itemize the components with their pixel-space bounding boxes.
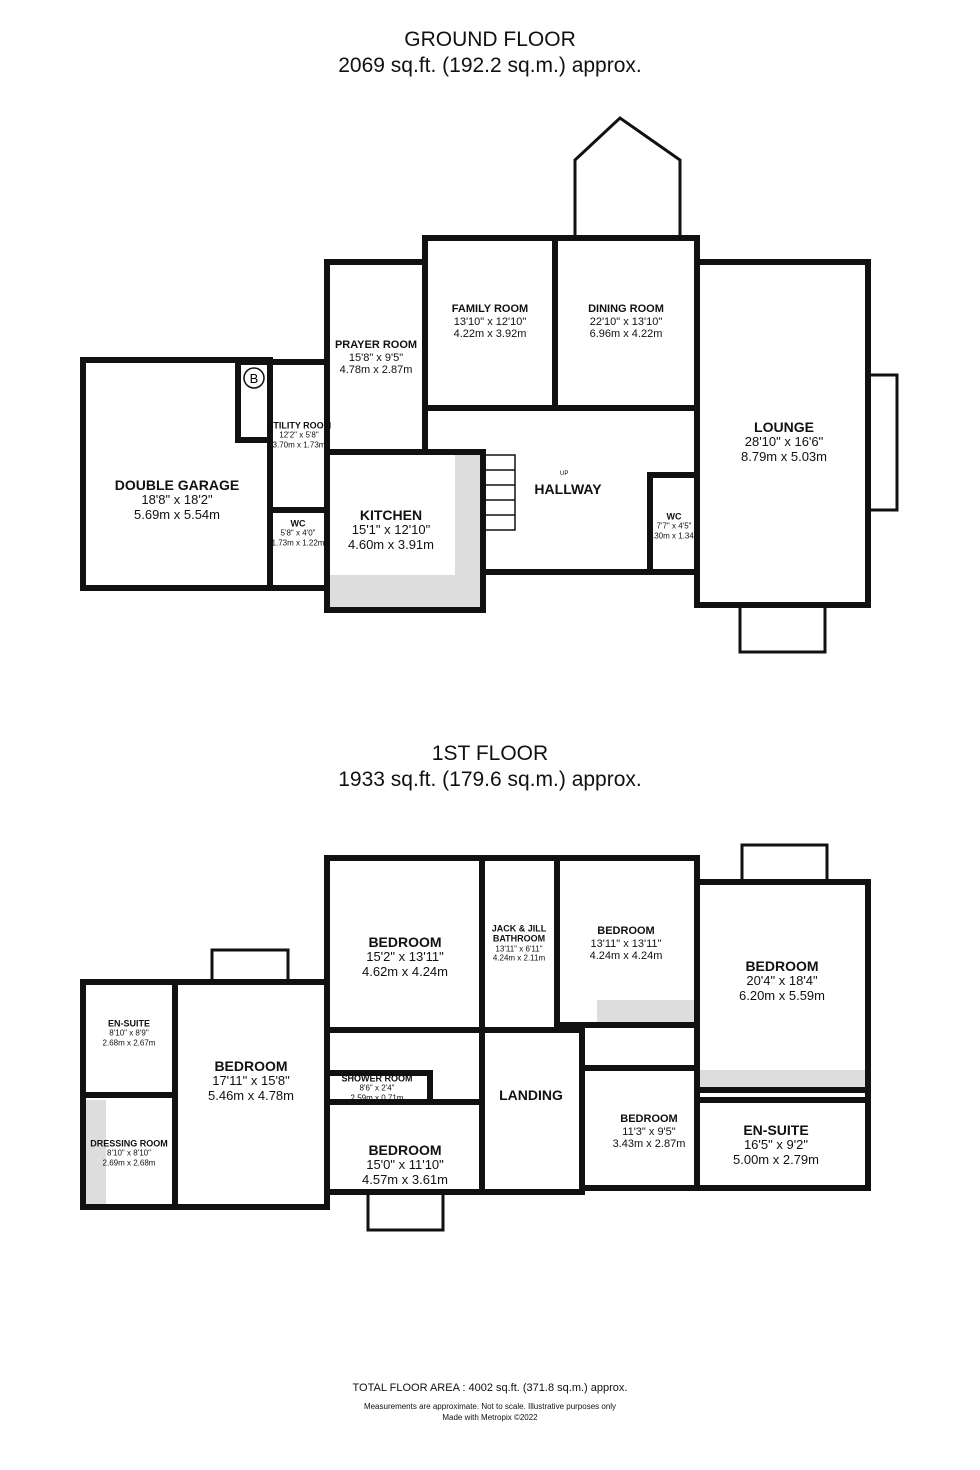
stairs [485,454,516,531]
first-floor-title: 1ST FLOOR [431,742,549,765]
first-floor-area: 1933 sq.ft. (179.6 sq.m.) approx. [338,768,642,791]
first-floor-walls [80,843,871,1232]
stairs-up-label: UP [560,471,568,477]
total-floor-area: TOTAL FLOOR AREA : 4002 sq.ft. (371.8 sq… [352,1382,628,1394]
fitted-units [86,455,865,1205]
ground-floor-area: 2069 sq.ft. (192.2 sq.m.) approx. [338,54,642,77]
room-hallway: HALLWAY [534,480,602,497]
credit: Made with Metropix ©2022 [442,1413,538,1422]
ground-floor-walls [80,116,899,654]
boiler-label: B [250,371,259,386]
ground-floor-title: GROUND FLOOR [404,28,576,51]
room-landing: LANDING [499,1086,563,1103]
boiler-icon [243,367,265,389]
disclaimer: Measurements are approximate. Not to sca… [363,1402,617,1411]
